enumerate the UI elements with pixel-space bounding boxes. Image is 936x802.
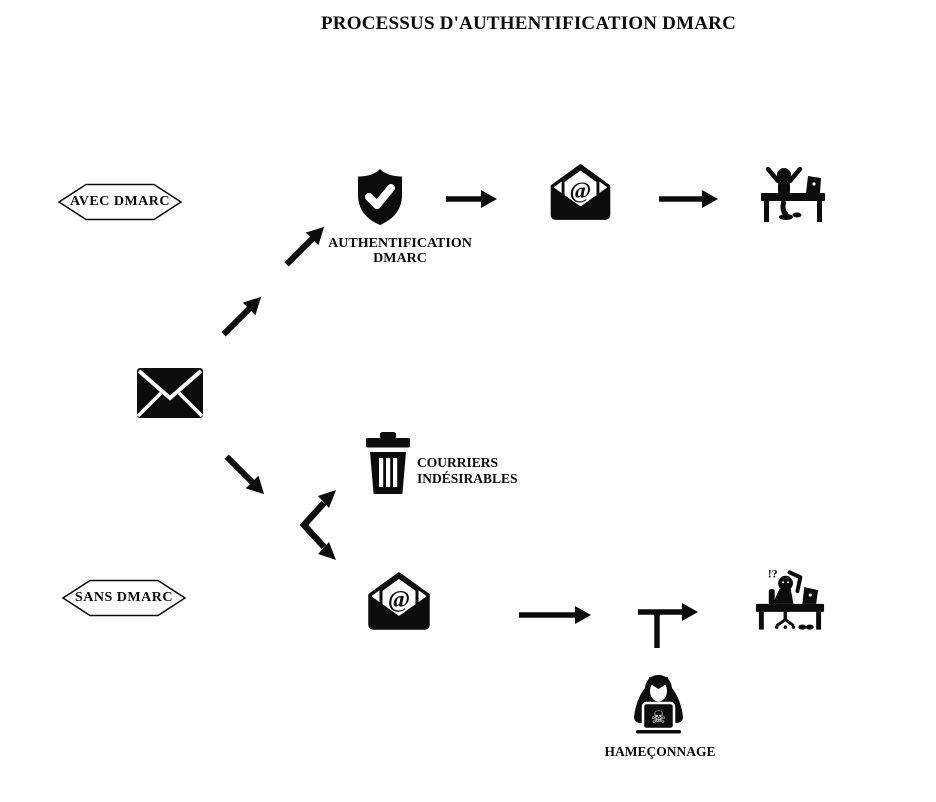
arrow-right-icon [658,188,718,210]
avec-dmarc-badge: AVEC DMARC [58,183,182,221]
diagram-title: PROCESSUS D'AUTHENTIFICATION DMARC [321,13,736,34]
arrow-right-icon [445,188,497,210]
arrow-right-icon [518,604,592,626]
skull-glyph: ☠ [651,708,666,727]
at-glyph: @ [570,178,592,204]
courriers-indesirables-label: COURRIERS INDÉSIRABLES [417,455,518,486]
at-glyph: @ [388,587,410,613]
authentification-label-line1: AUTHENTIFICATION [328,236,472,251]
sans-dmarc-badge: SANS DMARC [62,579,186,617]
sealed-envelope-icon [137,368,203,418]
open-email-at-icon: @ [365,569,433,633]
courriers-label-line1: COURRIERS [417,455,499,470]
split-arrow-icon [292,488,338,562]
hameconnage-label: HAMEÇONNAGE [604,744,716,759]
avec-dmarc-label: AVEC DMARC [69,194,171,209]
fork-arrow-icon [637,601,698,649]
authentification-dmarc-label: AUTHENTIFICATION DMARC [328,236,472,266]
courriers-label-line2: INDÉSIRABLES [417,470,518,486]
shield-check-icon [353,167,407,227]
confused-user-desk-icon: !? [753,563,827,633]
arrow-up-right-icon [215,289,269,343]
confusion-glyph: !? [768,566,778,580]
happy-user-desk-icon [759,165,827,223]
trash-icon [365,432,411,494]
hexagon-badge-shape [62,579,186,617]
open-email-at-icon: @ [548,161,613,223]
authentification-label-line2: DMARC [373,251,427,266]
hacker-laptop-icon: ☠ [629,674,688,736]
arrow-up-right-icon [278,219,332,273]
sans-dmarc-label: SANS DMARC [75,590,173,605]
hexagon-badge-shape [58,183,182,221]
arrow-down-right-icon [218,448,272,502]
